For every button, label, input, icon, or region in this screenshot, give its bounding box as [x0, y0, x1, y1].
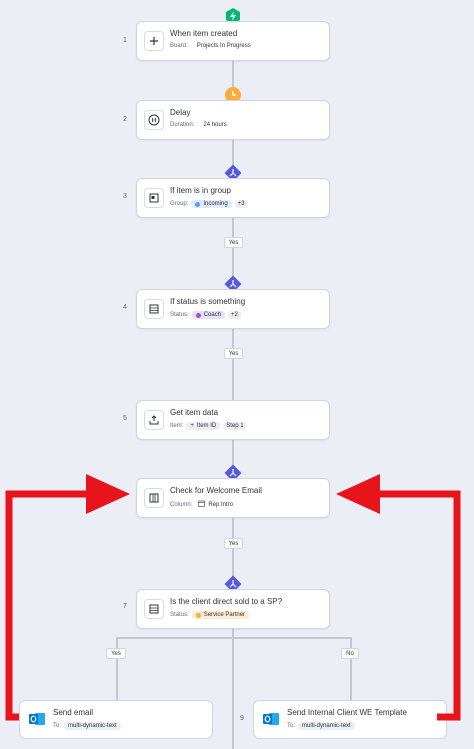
- step-number: 4: [123, 304, 127, 311]
- more-chip[interactable]: +2: [228, 311, 241, 319]
- status-dot: [195, 312, 201, 318]
- status-icon: [144, 299, 164, 319]
- step-number: 1: [123, 37, 127, 44]
- sub-label: Item:: [170, 423, 184, 429]
- step-card-if-item-in-group[interactable]: If item is in group Group: Incoming +3: [136, 178, 330, 218]
- step-title: Check for Welcome Email: [170, 486, 262, 495]
- step-number: 9: [240, 715, 244, 722]
- chip-label: Coach: [203, 312, 222, 318]
- chip-label: Incoming: [203, 201, 228, 207]
- condition-badge: [224, 164, 242, 182]
- step-subtitle: Status: Service Partner: [170, 611, 250, 619]
- step-card-get-item-data[interactable]: Get item data Item: +Item ID Step 1: [136, 400, 330, 440]
- step-subtitle: Status: Coach +2: [170, 311, 241, 319]
- recipient-chip[interactable]: multi-dynamic-text: [298, 722, 355, 730]
- lightning-icon: [226, 8, 240, 24]
- upload-icon: [144, 410, 164, 430]
- sub-label: Column:: [170, 501, 193, 508]
- step-number: 2: [123, 116, 127, 123]
- sub-label: Board:: [170, 43, 188, 49]
- column-value: Rep Intro: [208, 501, 234, 508]
- step-subtitle: Group: Incoming +3: [170, 200, 248, 208]
- status-icon: [144, 599, 164, 619]
- yes-branch-label: Yes: [106, 648, 126, 659]
- trigger-badge: [224, 7, 242, 25]
- yes-connector-label: Yes: [224, 348, 243, 359]
- branch-icon: [224, 464, 242, 482]
- branch-icon: [224, 275, 242, 293]
- condition-badge: [224, 464, 242, 482]
- sub-label: Status:: [170, 312, 189, 318]
- connector-line: [232, 18, 234, 749]
- more-chip[interactable]: +3: [234, 200, 248, 208]
- outlook-icon: [263, 711, 280, 727]
- sub-label: Duration:: [170, 122, 195, 128]
- sub-label: Group:: [170, 201, 189, 207]
- branch-split-line: [116, 637, 351, 639]
- yes-connector-label: Yes: [224, 237, 243, 248]
- step-number: 5: [123, 415, 127, 422]
- branch-line-no: [350, 637, 352, 700]
- group-icon: [144, 188, 164, 208]
- plus-icon: [144, 31, 164, 51]
- item-id-chip[interactable]: +Item ID: [186, 422, 221, 430]
- step-ref-chip[interactable]: Step 1: [223, 422, 247, 430]
- step-card-check-welcome-email[interactable]: Check for Welcome Email Column: Rep Intr…: [136, 478, 330, 518]
- delay-badge: [224, 86, 242, 104]
- step-title: If item is in group: [170, 186, 231, 195]
- calendar-icon: [198, 500, 206, 509]
- branch-icon: [224, 164, 242, 182]
- branch-line-yes: [116, 637, 118, 700]
- step-number: 8: [5, 715, 9, 722]
- step-title: Delay: [170, 108, 191, 117]
- status-dot: [195, 612, 201, 618]
- step-title: Get item data: [170, 408, 219, 417]
- step-title: If status is something: [170, 297, 246, 306]
- chip-label: Item ID: [196, 423, 217, 429]
- step-number: 7: [123, 603, 127, 610]
- to-label: To:: [287, 723, 296, 729]
- step-title: Is the client direct sold to a SP?: [170, 597, 283, 606]
- status-chip[interactable]: Coach: [191, 311, 226, 319]
- yes-connector-label: Yes: [224, 538, 243, 549]
- step-card-delay[interactable]: Delay Duration: 24 hours: [136, 100, 330, 140]
- pause-icon: [144, 110, 164, 130]
- branch-icon: [224, 575, 242, 593]
- step-subtitle: Duration: 24 hours: [170, 122, 227, 128]
- chip-label: Service Partner: [203, 612, 246, 618]
- right-annotation-arrow: [336, 474, 461, 721]
- column-icon: [144, 488, 164, 508]
- step-subtitle: Column: Rep Intro: [170, 500, 233, 509]
- outlook-icon: [29, 711, 46, 727]
- condition-badge: [224, 275, 242, 293]
- recipient-chip[interactable]: multi-dynamic-text: [64, 722, 121, 730]
- step-card-send-internal-template[interactable]: Send Internal Client WE Template To: mul…: [253, 700, 447, 739]
- plus-small-icon: +: [190, 423, 194, 429]
- no-branch-label: No: [341, 648, 359, 659]
- step-title: When item created: [170, 29, 238, 38]
- status-chip[interactable]: Service Partner: [191, 611, 250, 619]
- clock-icon: [225, 87, 241, 103]
- step-subtitle: To: multi-dynamic-text: [53, 722, 121, 730]
- condition-badge: [224, 575, 242, 593]
- step-subtitle: Board: Projects In Progress: [170, 43, 251, 49]
- sub-label: Status:: [170, 612, 189, 618]
- step-title: Send Internal Client WE Template: [287, 708, 407, 717]
- step-card-if-status[interactable]: If status is something Status: Coach +2: [136, 289, 330, 329]
- step-card-send-email[interactable]: Send email To: multi-dynamic-text: [19, 700, 213, 739]
- step-card-direct-sold-sp[interactable]: Is the client direct sold to a SP? Statu…: [136, 589, 330, 629]
- sub-value: Projects In Progress: [196, 43, 251, 49]
- step-subtitle: To: multi-dynamic-text: [287, 722, 355, 730]
- left-annotation-arrow: [5, 474, 130, 721]
- status-dot: [195, 201, 201, 207]
- step-subtitle: Item: +Item ID Step 1: [170, 422, 247, 430]
- group-chip[interactable]: Incoming: [191, 200, 232, 208]
- step-card-when-item-created[interactable]: When item created Board: Projects In Pro…: [136, 21, 330, 61]
- to-label: To:: [53, 723, 62, 729]
- step-title: Send email: [53, 708, 94, 717]
- sub-value: 24 hours: [203, 122, 227, 128]
- step-number: 3: [123, 193, 127, 200]
